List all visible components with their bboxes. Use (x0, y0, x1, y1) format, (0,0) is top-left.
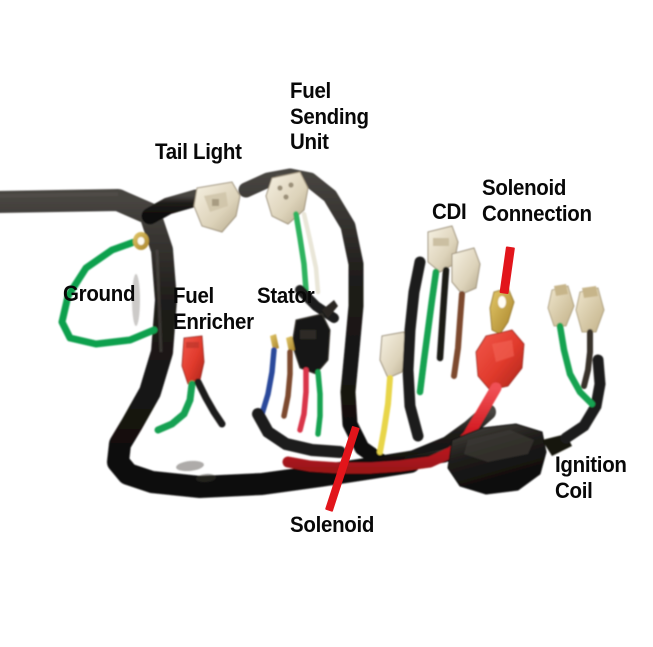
label-ignition-coil: Ignition Coil (555, 452, 627, 503)
harness-photo-body (0, 168, 606, 498)
label-tail-light: Tail Light (155, 139, 242, 164)
label-cdi: CDI (432, 199, 467, 224)
ignition-coil-body (447, 423, 572, 495)
fuel-enricher-connector (181, 335, 205, 385)
solenoid-ring-terminal (489, 287, 515, 335)
label-fuel-enricher: Fuel Enricher (173, 283, 254, 334)
label-solenoid-connection: Solenoid Connection (482, 175, 592, 226)
fuel-sending-unit-connector (265, 171, 309, 225)
label-ground: Ground (63, 281, 136, 306)
solenoid-red-boot (475, 329, 525, 391)
ignition-coil-terminals (547, 284, 605, 333)
label-stator: Stator (257, 283, 315, 308)
stator-terminals (270, 334, 295, 352)
tail-light-connector (193, 181, 241, 233)
label-solenoid: Solenoid (290, 512, 375, 537)
label-fuel-sending-unit: Fuel Sending Unit (290, 78, 369, 155)
stator-connector (291, 300, 338, 375)
mid-white-connector (379, 331, 409, 379)
ground-ring-terminal (133, 232, 149, 250)
cdi-connector-right (451, 247, 481, 295)
